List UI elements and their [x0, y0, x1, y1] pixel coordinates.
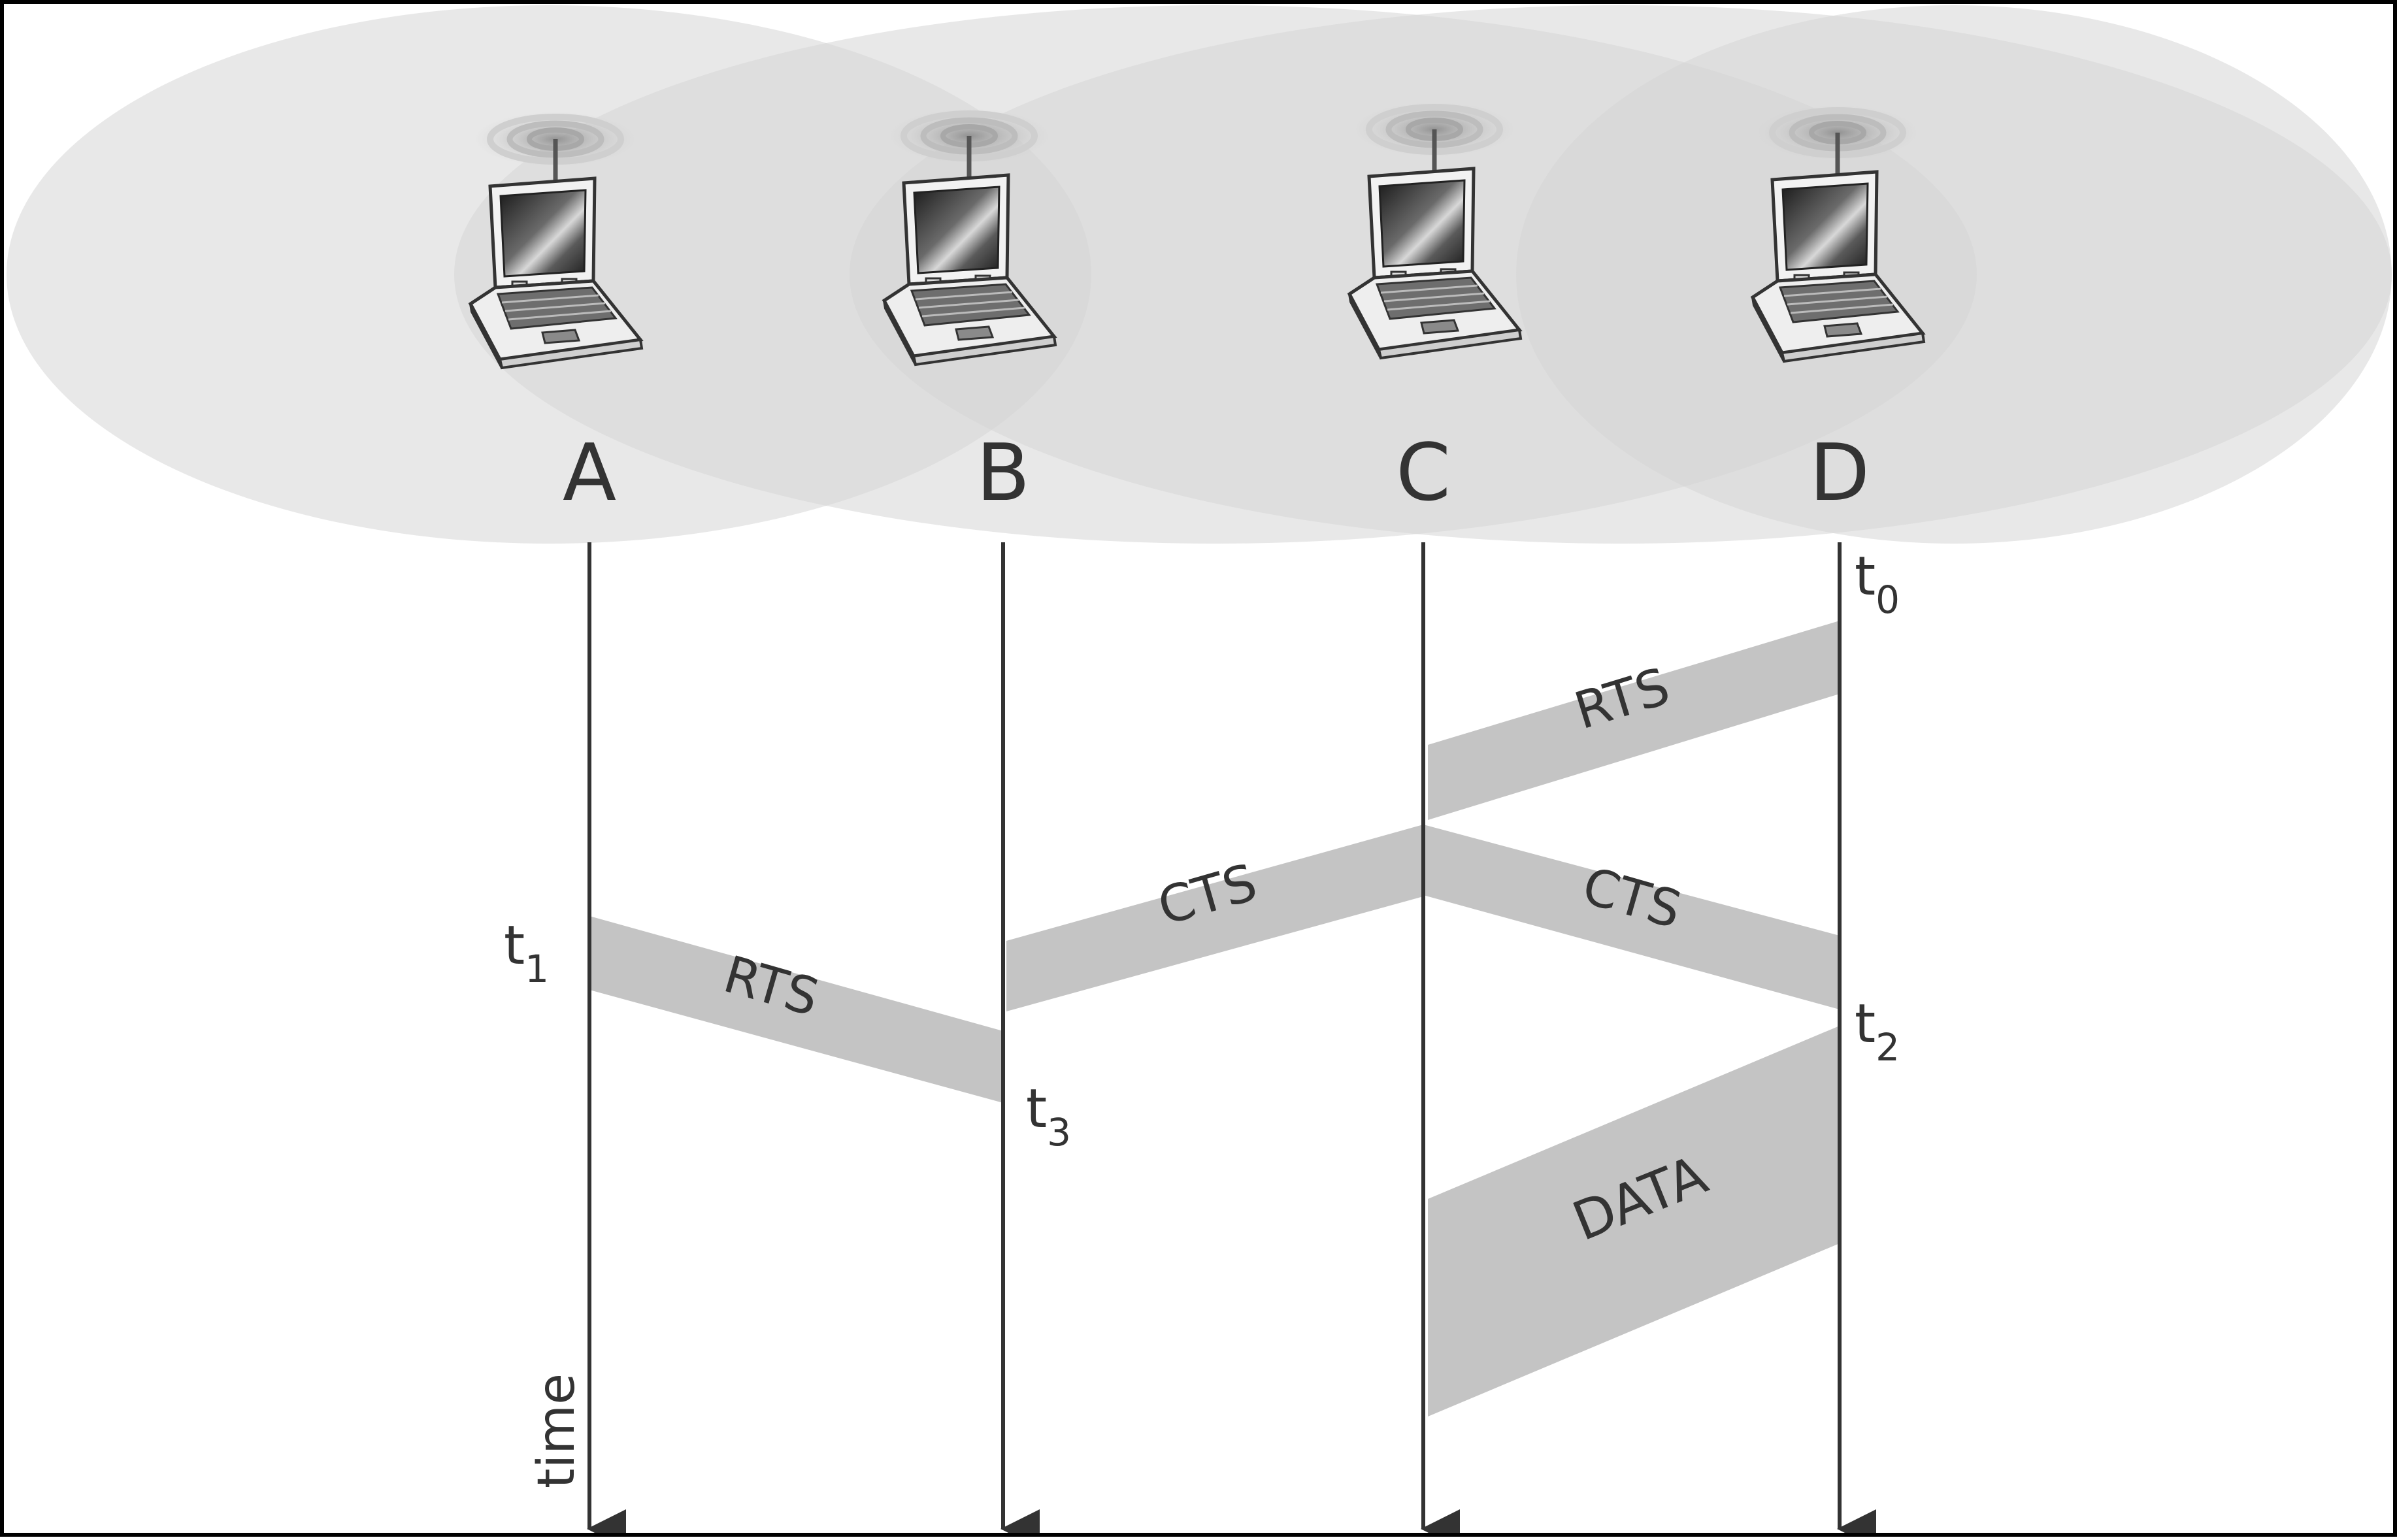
- frame-rts-d-c: [1428, 621, 1840, 820]
- timelines: [587, 542, 1876, 1540]
- frame-cts-c-d: [1423, 825, 1840, 1009]
- time-mark-subscript: 1: [525, 947, 549, 991]
- node-labels: A B C D: [563, 428, 1870, 519]
- node-label-d: D: [1810, 428, 1870, 519]
- time-mark-subscript: 3: [1047, 1110, 1071, 1155]
- time-mark-base: t: [504, 915, 525, 977]
- time-mark-subscript: 2: [1876, 1025, 1900, 1070]
- frame-rts-a-b: [589, 916, 1003, 1103]
- time-mark-subscript: 0: [1876, 578, 1900, 622]
- time-mark-base: t: [1855, 546, 1876, 608]
- time-mark-t1: t1: [504, 915, 549, 991]
- time-mark-base: t: [1026, 1078, 1047, 1140]
- time-mark-t0: t0: [1855, 546, 1900, 622]
- node-label-a: A: [563, 428, 616, 519]
- time-axis-label: time: [527, 1373, 586, 1488]
- frame-data-d-c: [1428, 1026, 1840, 1417]
- node-label-b: B: [976, 428, 1030, 519]
- node-label-c: C: [1396, 428, 1451, 519]
- time-mark-t3: t3: [1026, 1078, 1071, 1155]
- frame-cts-c-b: [1006, 825, 1423, 1011]
- coverage-areas: [7, 5, 2392, 544]
- time-mark-base: t: [1855, 993, 1876, 1055]
- coverage-ellipse-d: [1516, 5, 2392, 544]
- time-mark-t2: t2: [1855, 993, 1900, 1070]
